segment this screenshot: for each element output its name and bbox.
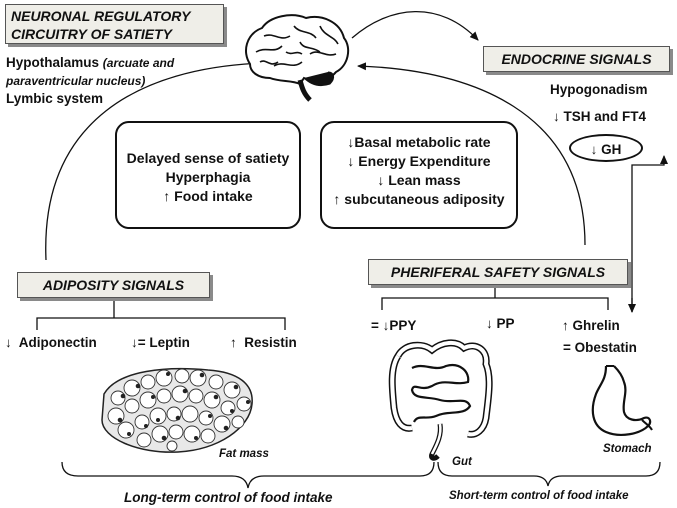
endocrine-signals-header: ENDOCRINE SIGNALS bbox=[483, 46, 670, 72]
hypothalamus-note-2: paraventricular nucleus) bbox=[6, 74, 146, 88]
satiety-line2: Hyperphagia bbox=[165, 169, 251, 185]
short-term-brace bbox=[437, 461, 661, 487]
hypothalamus-note-1: (arcuate and bbox=[102, 56, 175, 70]
endocrine-title: ENDOCRINE SIGNALS bbox=[501, 51, 652, 67]
stomach-icon bbox=[591, 365, 653, 436]
adiponectin-text: ↓ Adiponectin bbox=[5, 335, 97, 350]
adiposity-signals-header: ADIPOSITY SIGNALS bbox=[17, 272, 210, 298]
long-term-control-label: Long-term control of food intake bbox=[124, 490, 333, 505]
tsh-ft4-text: ↓ TSH and FT4 bbox=[553, 109, 647, 124]
fat-cells-icon bbox=[101, 367, 253, 453]
neuronal-title-line2: CIRCUITRY OF SATIETY bbox=[11, 26, 173, 42]
peripheral-bracket bbox=[381, 297, 609, 310]
intestine-icon bbox=[388, 339, 493, 461]
fat-mass-label: Fat mass bbox=[219, 448, 269, 460]
resistin-text: ↑ Resistin bbox=[230, 335, 297, 350]
limbic-system-label: Lymbic system bbox=[6, 91, 104, 106]
metabolism-line2: ↓ Energy Expenditure bbox=[347, 153, 491, 169]
neuronal-title-line1: NEURONAL REGULATORY bbox=[11, 8, 191, 24]
ghrelin-to-gh-arrow bbox=[631, 155, 668, 312]
metabolism-line1: ↓Basal metabolic rate bbox=[347, 134, 491, 150]
satiety-box: Delayed sense of satiety Hyperphagia ↑ F… bbox=[115, 121, 301, 229]
brain-to-endocrine-arrow bbox=[351, 11, 479, 41]
gut-label: Gut bbox=[452, 456, 472, 468]
hypothalamus-label: Hypothalamus bbox=[6, 55, 100, 70]
satiety-line1: Delayed sense of satiety bbox=[126, 150, 290, 166]
satiety-line3: ↑ Food intake bbox=[163, 188, 253, 204]
pp-text: ↓ PP bbox=[486, 316, 515, 331]
adiposity-bracket bbox=[36, 317, 286, 330]
peripheral-title: PHERIFERAL SAFETY SIGNALS bbox=[390, 264, 606, 280]
leptin-text: ↓= Leptin bbox=[131, 335, 190, 350]
neuronal-regulatory-header: NEURONAL REGULATORY CIRCUITRY OF SATIETY bbox=[5, 4, 224, 44]
obestatin-text: = Obestatin bbox=[563, 340, 637, 355]
ghrelin-text: ↑ Ghrelin bbox=[562, 318, 620, 333]
brain-icon bbox=[245, 14, 350, 102]
metabolism-box: ↓Basal metabolic rate ↓ Energy Expenditu… bbox=[320, 121, 518, 229]
stomach-label: Stomach bbox=[603, 443, 652, 455]
short-term-control-label: Short-term control of food intake bbox=[449, 490, 629, 502]
peripheral-to-brain-arrow bbox=[357, 62, 586, 246]
long-term-brace bbox=[61, 461, 435, 489]
adiposity-to-brain-arrow bbox=[45, 59, 263, 261]
metabolism-line3: ↓ Lean mass bbox=[377, 172, 461, 188]
gh-ellipse: ↓ GH bbox=[569, 134, 643, 162]
metabolism-line4: ↑ subcutaneous adiposity bbox=[333, 191, 505, 207]
peripheral-signals-header: PHERIFERAL SAFETY SIGNALS bbox=[368, 259, 628, 285]
adiposity-title: ADIPOSITY SIGNALS bbox=[42, 277, 185, 293]
ppy-text: = ↓PPY bbox=[371, 318, 417, 333]
gh-text: ↓ GH bbox=[590, 142, 622, 157]
hypothalamus-text: Hypothalamus (arcuate and paraventricula… bbox=[6, 54, 256, 107]
hypogonadism-text: Hypogonadism bbox=[550, 82, 648, 97]
